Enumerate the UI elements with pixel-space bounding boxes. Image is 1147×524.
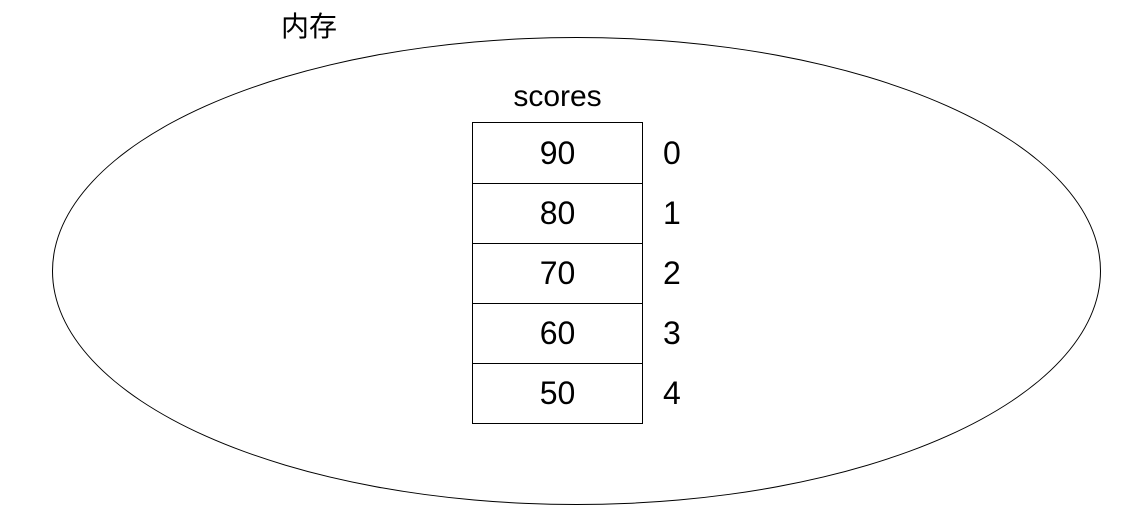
array-cell-1: 80 <box>473 183 642 243</box>
array-cell-2-value: 70 <box>539 255 576 291</box>
array-index-0: 0 <box>663 134 681 171</box>
array-index-2: 2 <box>663 254 681 291</box>
array-cell-4: 50 <box>473 363 642 423</box>
array-index-3: 3 <box>663 314 681 351</box>
array-cell-4-value: 50 <box>539 375 576 411</box>
memory-ellipse <box>52 37 1101 505</box>
array-table: 90 80 70 60 50 <box>472 122 643 424</box>
array-name-label: scores <box>513 80 602 113</box>
array-index-4: 4 <box>663 374 681 411</box>
index-column: 0 1 2 3 4 <box>663 123 681 423</box>
array-index-1: 1 <box>663 194 681 231</box>
array-cell-3: 60 <box>473 303 642 363</box>
memory-label: 内存 <box>281 11 338 42</box>
array-cell-1-value: 80 <box>539 195 576 231</box>
array-cell-0-value: 90 <box>539 134 576 171</box>
array-cell-0: 90 <box>473 123 642 183</box>
array-cell-3-value: 60 <box>539 315 576 351</box>
array-cell-2: 70 <box>473 243 642 303</box>
